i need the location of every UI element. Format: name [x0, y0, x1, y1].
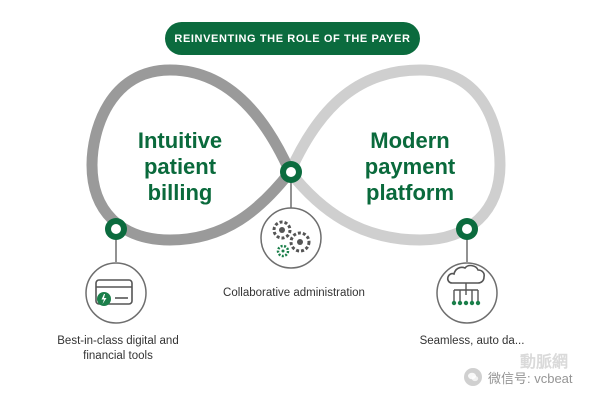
caption-left: Best-in-class digital and financial tool… — [57, 335, 179, 362]
card-icon — [85, 262, 147, 324]
left-loop — [86, 64, 296, 246]
cloud-network-icon — [436, 262, 498, 324]
right-loop-label: Modern payment platform — [364, 128, 456, 205]
wechat-icon — [464, 368, 482, 386]
diagram-title: REINVENTING THE ROLE OF THE PAYER — [174, 32, 411, 45]
watermark-text: 微信号: vcbeat — [488, 370, 573, 386]
right-loop — [284, 64, 506, 246]
caption-middle: Collaborative administration — [223, 287, 365, 299]
caption-right: Seamless, auto da... — [419, 335, 525, 347]
node-right — [456, 218, 478, 240]
diagram-title-banner: REINVENTING THE ROLE OF THE PAYER — [165, 22, 420, 55]
gears-icon — [260, 207, 322, 269]
left-loop-label: Intuitive patient billing — [137, 128, 223, 205]
watermark: 微信号: vcbeat — [464, 362, 600, 392]
node-left — [105, 218, 127, 240]
watermark-subtext: 動脈網 — [520, 354, 569, 371]
node-middle — [280, 161, 302, 183]
